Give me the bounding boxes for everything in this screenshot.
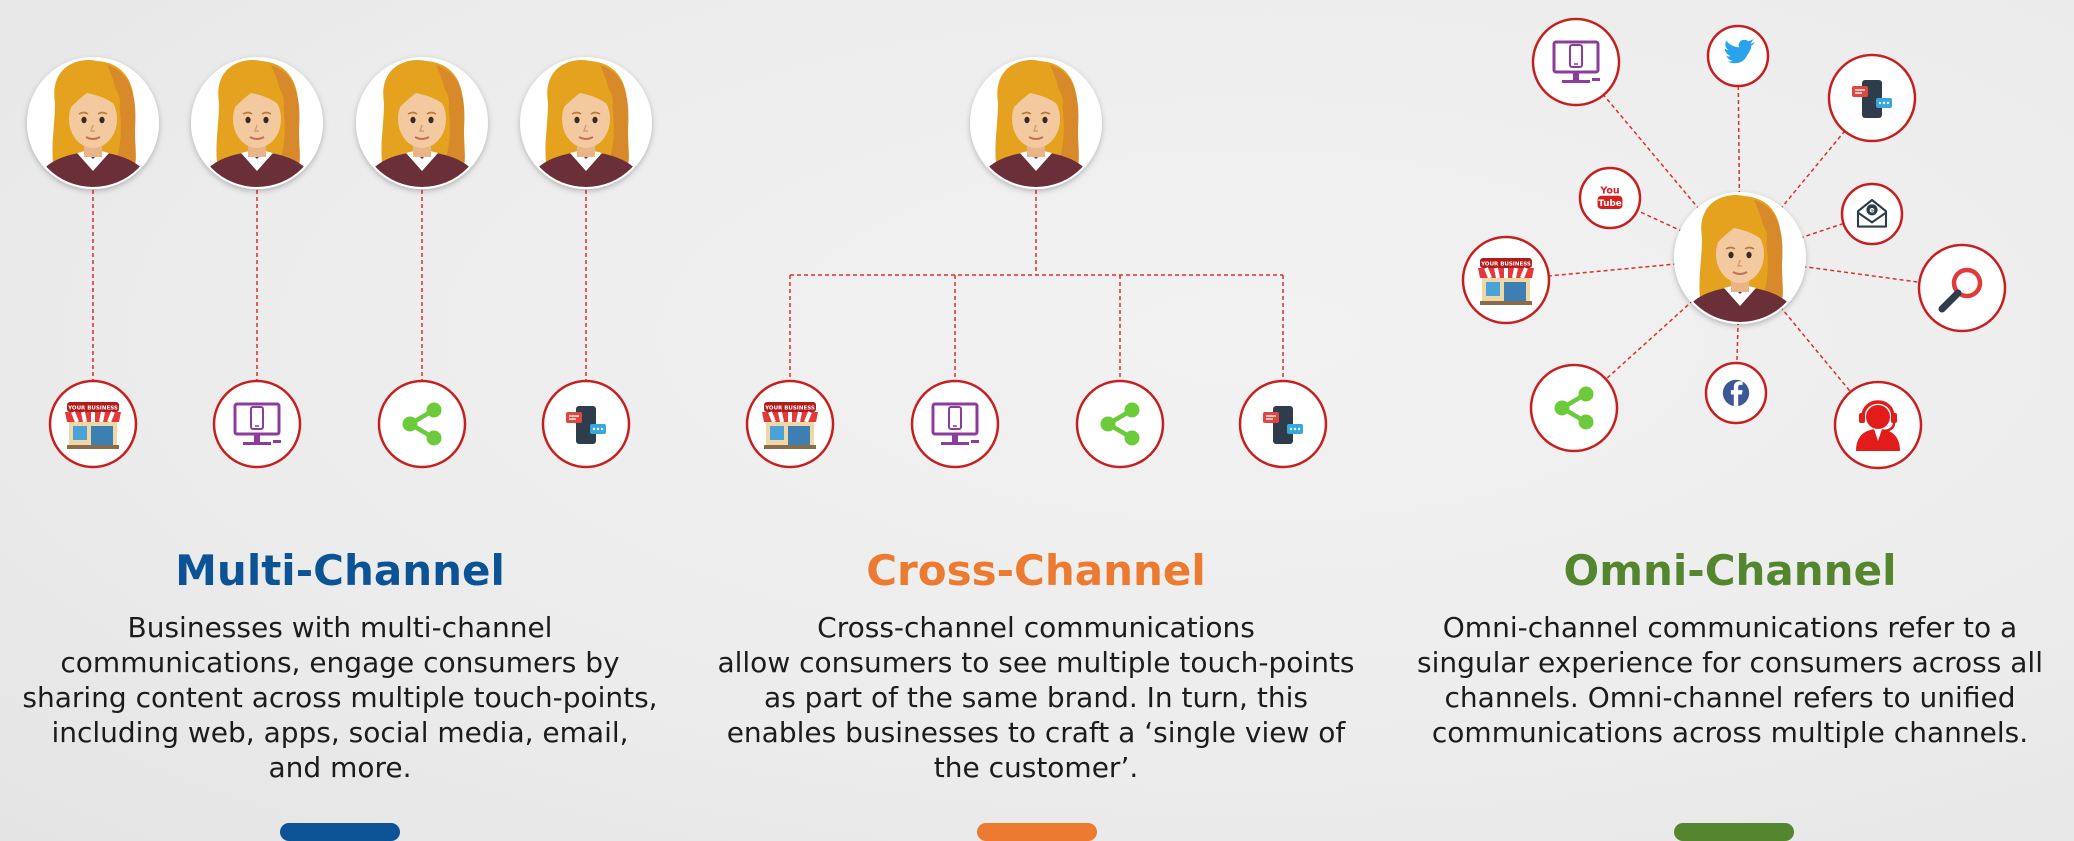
multi-channel-diagram <box>92 190 587 380</box>
channel-ring <box>377 379 467 469</box>
cross-channel-panel: Cross-Channel Cross-channel communicatio… <box>706 546 1366 785</box>
consumer-avatar <box>191 57 323 193</box>
accent-bar-cross <box>977 823 1097 841</box>
panel-title: Omni-Channel <box>1563 546 1897 595</box>
channel-ring <box>1529 363 1619 453</box>
panel-description: Cross-channel communications allow consu… <box>717 611 1355 784</box>
youtube-icon <box>1597 185 1623 210</box>
panel-title: Multi-Channel <box>175 546 505 595</box>
panel-description: Omni-channel communications refer to a s… <box>1417 611 2043 749</box>
channel-ring <box>1075 379 1165 469</box>
connector-line <box>1737 55 1741 259</box>
consumer-avatar <box>520 57 652 193</box>
accent-bar-multi <box>280 823 400 841</box>
store-icon <box>63 400 123 451</box>
accent-bar-omni <box>1674 823 1794 841</box>
consumer-avatar <box>356 57 488 193</box>
store-icon <box>1476 256 1536 307</box>
panel-title: Cross-Channel <box>866 546 1206 595</box>
consumer-avatar <box>27 57 159 193</box>
facebook-icon <box>1722 379 1750 407</box>
consumer-avatar <box>1674 192 1806 328</box>
cross-channel-diagram <box>789 190 1284 380</box>
store-icon <box>760 400 820 451</box>
consumer-avatar <box>970 57 1102 193</box>
multi-channel-panel: Multi-Channel Businesses with multi-chan… <box>10 546 670 785</box>
omni-channel-panel: Omni-Channel Omni-channel communications… <box>1400 546 2060 750</box>
panel-description: Businesses with multi-channel communicat… <box>22 611 658 784</box>
